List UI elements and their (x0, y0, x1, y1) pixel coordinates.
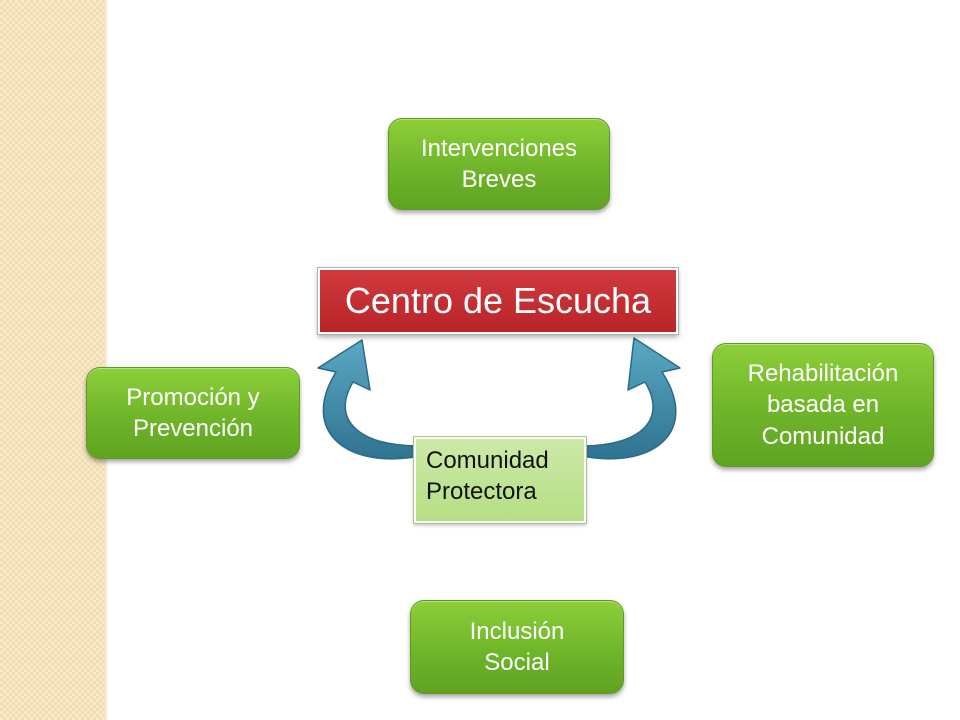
node-label-line: Comunidad (761, 422, 885, 450)
community-label-line: Comunidad (426, 447, 549, 474)
node-label-line: Prevención (132, 415, 254, 442)
curved-arrow-right-icon (581, 337, 681, 460)
node-label-line: Rehabilitación (747, 360, 899, 388)
node-rehabilitacion-comunidad: Rehabilitación basada en Comunidad (712, 343, 934, 467)
node-label-line: Intervenciones (420, 134, 578, 162)
node-label-line: Social (484, 649, 550, 676)
node-intervenciones-breves: Intervenciones Breves (388, 118, 610, 210)
community-node-comunidad-protectora: Comunidad Protectora (413, 436, 587, 524)
node-label-line: Inclusión (469, 617, 565, 645)
node-promocion-prevencion: Promoción y Prevención (86, 367, 300, 459)
center-node-label: Centro de Escucha (344, 280, 652, 321)
curved-arrow-left-icon (317, 339, 421, 460)
center-node-centro-de-escucha: Centro de Escucha (317, 267, 679, 335)
side-strip-edge (106, 0, 109, 720)
node-label-line: Breves (461, 166, 537, 193)
decorative-side-strip (0, 0, 106, 720)
community-label-line: Protectora (426, 478, 537, 506)
node-label-line: Promoción y (126, 383, 260, 411)
node-inclusion-social: Inclusión Social (410, 600, 624, 694)
node-label-line: basada en (766, 391, 880, 419)
